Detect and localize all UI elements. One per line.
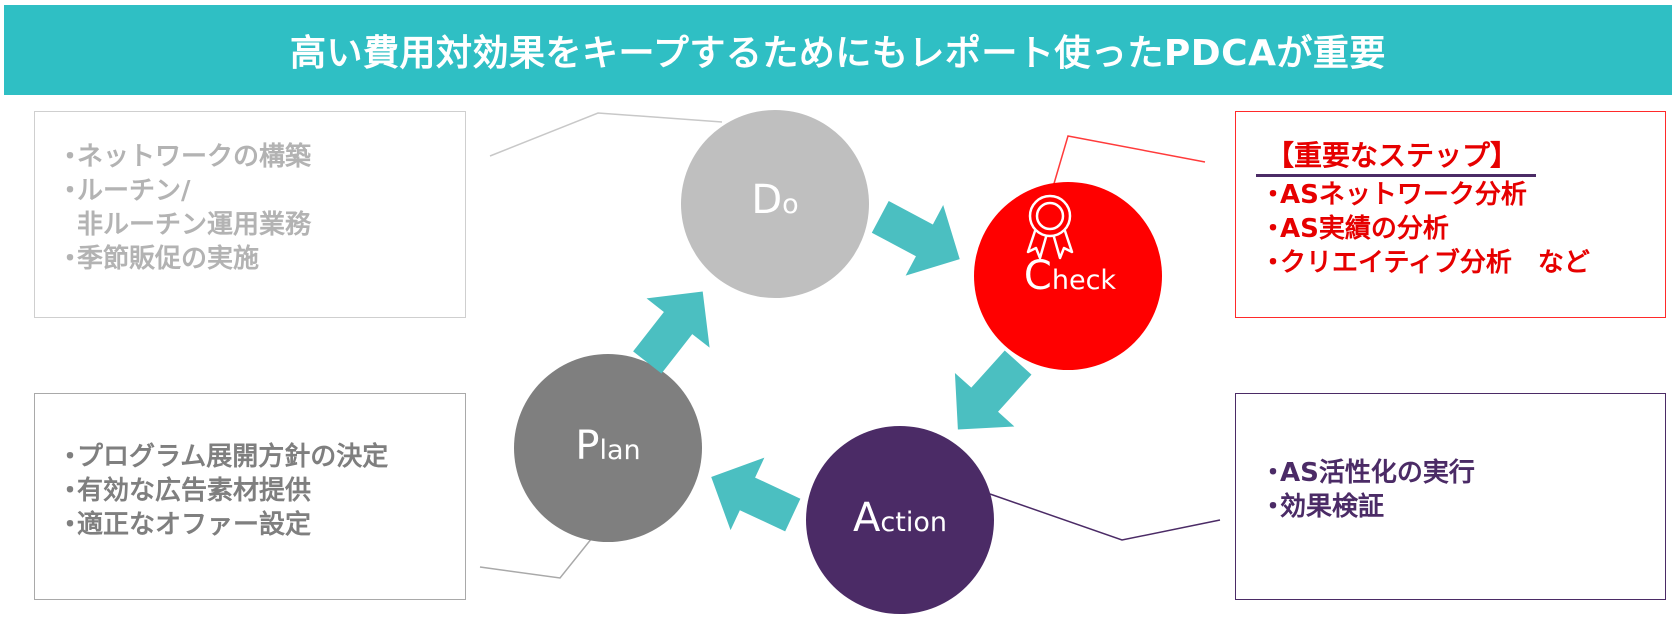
plan-connector-line xyxy=(479,537,593,579)
check-circle xyxy=(974,182,1162,370)
check-connector-line xyxy=(1052,135,1206,188)
action-circle xyxy=(806,426,994,614)
check-description-box: 【重要なステップ】 ・ASネットワーク分析 ・AS実績の分析 ・クリエイティブ分… xyxy=(1235,111,1666,318)
award-ribbon-icon xyxy=(1026,194,1074,260)
list-item: ・効果検証 xyxy=(1260,492,1385,522)
list-item: ・クリエイティブ分析 など xyxy=(1260,248,1590,278)
list-item: ・AS活性化の実行 xyxy=(1260,458,1475,488)
plan-label: Plan xyxy=(575,423,641,469)
do-list: ・ネットワークの構築 ・ルーチン/ 非ルーチン運用業務 ・季節販促の実施 xyxy=(57,140,311,276)
do-connector-line xyxy=(489,112,723,157)
list-item: ・季節販促の実施 xyxy=(57,244,260,274)
check-list: ・ASネットワーク分析 ・AS実績の分析 ・クリエイティブ分析 など xyxy=(1260,178,1590,280)
do-label: Do xyxy=(751,177,799,223)
check-label: Check xyxy=(1023,253,1117,299)
list-item: ・ネットワークの構築 xyxy=(57,142,312,172)
plan-list: ・プログラム展開方針の決定 ・有効な広告素材提供 ・適正なオファー設定 xyxy=(57,440,388,542)
title-banner: 高い費用対効果をキープするためにもレポート使ったPDCAが重要 xyxy=(4,5,1672,95)
action-connector-line xyxy=(989,493,1221,541)
arrow-check-to-action xyxy=(954,350,1032,430)
list-item: ・適正なオファー設定 xyxy=(57,510,312,540)
list-item: ・プログラム展開方針の決定 xyxy=(57,442,389,472)
banner-title: 高い費用対効果をキープするためにもレポート使ったPDCAが重要 xyxy=(290,33,1386,74)
check-heading: 【重要なステップ】 xyxy=(1256,138,1537,177)
list-item: ・AS実績の分析 xyxy=(1260,214,1449,244)
arrow-do-to-check xyxy=(871,200,960,276)
do-circle xyxy=(681,110,869,298)
arrow-plan-to-do xyxy=(633,291,710,374)
arrow-action-to-plan xyxy=(711,457,801,532)
plan-circle xyxy=(514,354,702,542)
action-description-box: ・AS活性化の実行 ・効果検証 xyxy=(1235,393,1666,600)
plan-description-box: ・プログラム展開方針の決定 ・有効な広告素材提供 ・適正なオファー設定 xyxy=(34,393,466,600)
list-item: ・ルーチン/ xyxy=(57,176,191,206)
do-description-box: ・ネットワークの構築 ・ルーチン/ 非ルーチン運用業務 ・季節販促の実施 xyxy=(34,111,466,318)
action-label: Action xyxy=(853,495,947,541)
action-list: ・AS活性化の実行 ・効果検証 xyxy=(1260,456,1475,524)
list-item: ・有効な広告素材提供 xyxy=(57,476,312,506)
list-item-continuation: 非ルーチン運用業務 xyxy=(77,210,312,240)
list-item: ・ASネットワーク分析 xyxy=(1260,180,1527,210)
